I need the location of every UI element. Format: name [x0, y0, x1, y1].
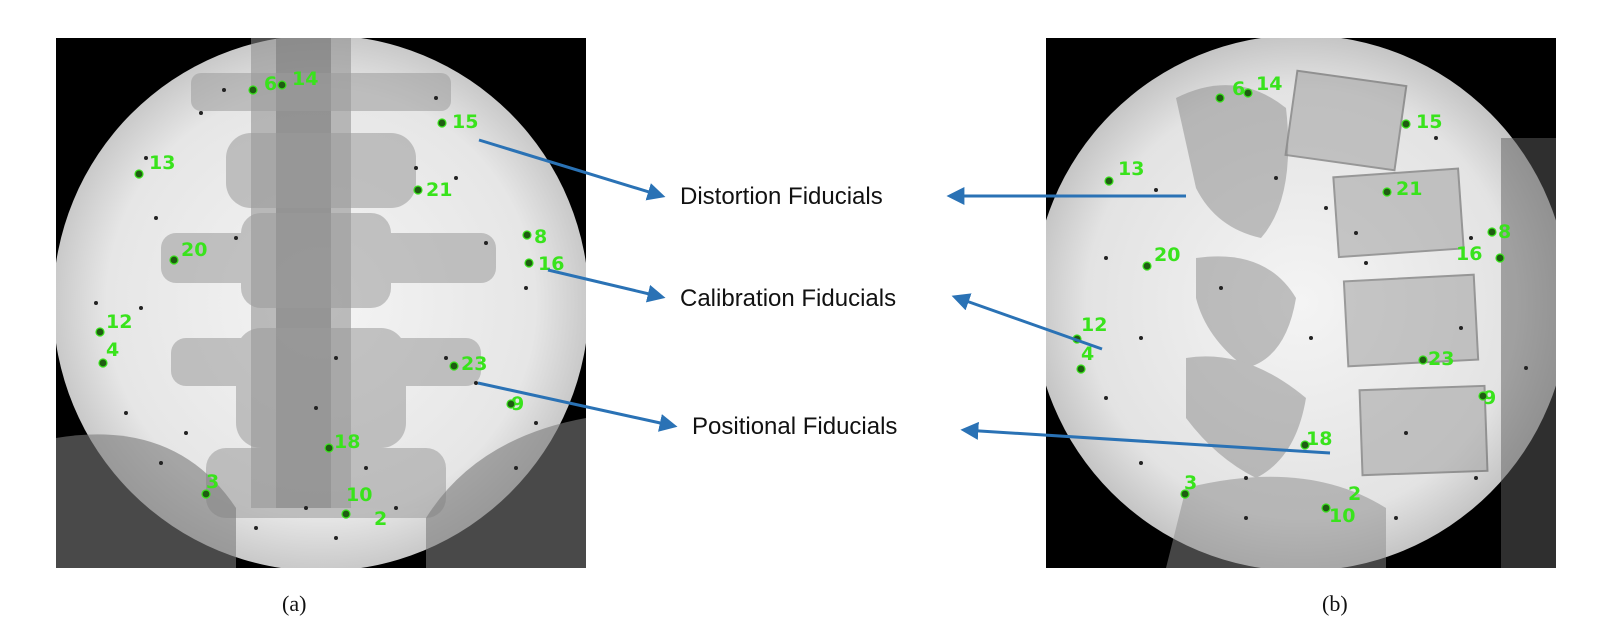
fiducial-label-13: 13 [149, 152, 175, 174]
fiducial-label-4: 4 [106, 339, 119, 361]
fiducial-label-2: 2 [374, 508, 387, 530]
fiducial-label-12: 12 [1081, 314, 1107, 336]
xray-image-b: 6 14 15 13 21 8 20 16 12 4 23 9 18 3 2 1… [1046, 38, 1556, 568]
fiducial-label-14: 14 [1256, 73, 1282, 95]
fiducial-label-12: 12 [106, 311, 132, 333]
fiducial-label-21: 21 [426, 179, 452, 201]
fiducial-label-18: 18 [1306, 428, 1332, 450]
fiducial-label-15: 15 [452, 111, 478, 133]
fiducial-label-15: 15 [1416, 111, 1442, 133]
fiducial-label-16: 16 [538, 253, 564, 275]
fiducial-label-18: 18 [334, 431, 360, 453]
fiducial-label-20: 20 [1154, 244, 1180, 266]
fiducial-label-8: 8 [534, 226, 547, 248]
xray-panel-b: 6 14 15 13 21 8 20 16 12 4 23 9 18 3 2 1… [1046, 38, 1556, 568]
fiducial-label-14: 14 [292, 68, 318, 90]
fiducial-label-6: 6 [264, 73, 277, 95]
caption-a: (a) [282, 591, 307, 616]
calibration-fiducials-label: Calibration Fiducials [680, 285, 897, 312]
fiducial-label-10: 10 [1329, 505, 1355, 527]
fiducial-label-6: 6 [1232, 78, 1245, 100]
fiducial-label-23: 23 [1428, 348, 1454, 370]
fiducial-label-3: 3 [1184, 472, 1197, 494]
xray-image-a: 6 14 15 13 21 8 20 16 12 4 23 9 18 3 10 … [56, 38, 586, 568]
fiducial-label-23: 23 [461, 353, 487, 375]
fiducial-label-21: 21 [1396, 178, 1422, 200]
fiducial-label-3: 3 [206, 471, 219, 493]
fiducial-label-10: 10 [346, 484, 372, 506]
xray-panel-a: 6 14 15 13 21 8 20 16 12 4 23 9 18 3 10 … [56, 38, 586, 568]
fiducial-label-2: 2 [1348, 483, 1361, 505]
fiducial-label-16: 16 [1456, 243, 1482, 265]
fiducial-label-20: 20 [181, 239, 207, 261]
fiducial-label-8: 8 [1498, 221, 1511, 243]
distortion-fiducials-label: Distortion Fiducials [680, 183, 883, 210]
caption-b: (b) [1322, 591, 1348, 616]
fiducial-label-13: 13 [1118, 158, 1144, 180]
fiducial-label-9: 9 [1483, 387, 1496, 409]
positional-fiducials-label: Positional Fiducials [692, 413, 898, 440]
fiducial-label-4: 4 [1081, 343, 1094, 365]
